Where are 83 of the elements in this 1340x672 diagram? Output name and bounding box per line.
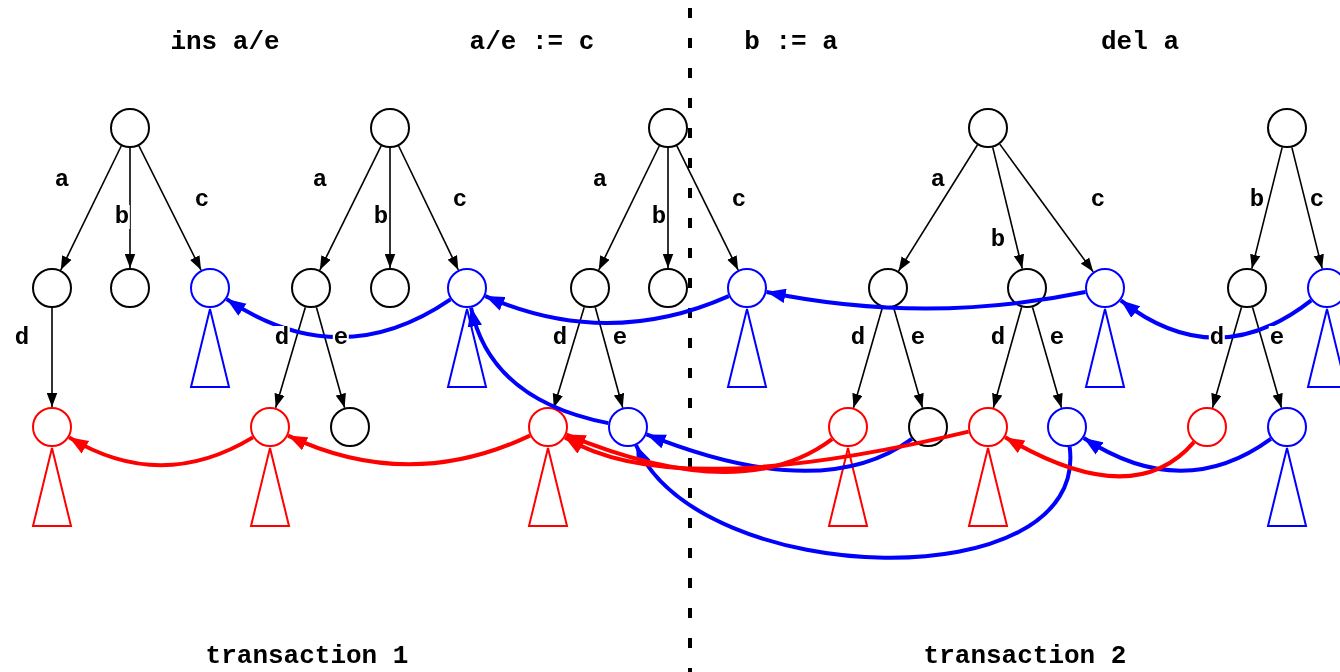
tree-node-circle [648, 268, 688, 308]
tree-node-circle [727, 268, 767, 308]
tree-edge-arrow [315, 306, 346, 409]
curved-pointer-arrow [634, 444, 1072, 560]
tree-node-circle [968, 108, 1008, 148]
tree-node-circle [570, 268, 610, 308]
tree-edge-arrow [676, 145, 739, 271]
tree-node-circle [1267, 108, 1307, 148]
tree-edge-arrow [597, 145, 661, 271]
tree-edge-arrow [992, 306, 1023, 409]
curved-pointer-arrow [1004, 435, 1196, 479]
operation-label: b := a [744, 29, 838, 55]
tree-node-circle [528, 407, 568, 447]
curved-pointer-arrow [484, 294, 730, 326]
tree-edge-arrow [319, 145, 382, 271]
tree-node-circle [608, 407, 648, 447]
tree-node-circle [868, 268, 908, 308]
tree-edge-arrow [999, 143, 1094, 273]
tree-edge-arrow [138, 145, 202, 271]
tree-node-circle [330, 407, 370, 447]
tree-edge-arrow [1211, 306, 1243, 409]
tree-node-circle [110, 108, 150, 148]
tree-edge-arrow [1250, 146, 1283, 270]
tree-node-circle [908, 407, 948, 447]
operation-label: a/e := c [469, 29, 595, 55]
curved-pointer-arrow [468, 307, 609, 426]
tree-node-circle [370, 268, 410, 308]
subtree-triangle [828, 447, 868, 527]
operation-label: ins a/e [170, 29, 280, 55]
tree-node-circle [1007, 268, 1047, 308]
curved-pointer-arrow [564, 429, 969, 471]
tree-edge-arrow [1291, 146, 1324, 270]
subtree-triangle [1307, 308, 1340, 388]
operation-label: del a [1101, 29, 1179, 55]
tree-node-circle [1187, 407, 1227, 447]
tree-node-circle [1267, 407, 1307, 447]
tree-edge-arrow [852, 306, 884, 409]
tree-node-circle [968, 407, 1008, 447]
tree-node-circle [370, 108, 410, 148]
edge-label: b [113, 205, 131, 229]
tree-edge-arrow [46, 307, 58, 408]
curved-pointer-arrow [1119, 298, 1313, 340]
subtree-triangle [447, 308, 487, 388]
tree-node-circle [1227, 268, 1267, 308]
subtree-triangle [32, 447, 72, 527]
tree-edge-arrow [274, 306, 307, 409]
subtree-triangle [968, 447, 1008, 527]
tree-node-circle [447, 268, 487, 308]
curved-pointer-arrow [1082, 436, 1272, 473]
tree-edge-arrow [384, 147, 396, 269]
tree-node-circle [110, 268, 150, 308]
subtree-triangle [727, 308, 767, 388]
tree-node-circle [190, 268, 230, 308]
curved-pointer-arrow [287, 433, 531, 467]
curved-pointer-arrow [565, 432, 834, 474]
tree-edge-arrow [59, 145, 123, 271]
tree-node-circle [648, 108, 688, 148]
tree-edge-arrow [1251, 306, 1283, 409]
tree-node-circle [32, 268, 72, 308]
tree-node-circle [291, 268, 331, 308]
subtree-triangle [528, 447, 568, 527]
tree-edge-arrow [397, 145, 460, 271]
tree-node-circle [828, 407, 868, 447]
curved-pointer-arrow [225, 297, 452, 340]
subtree-triangle [250, 447, 290, 527]
tree-edge-arrow [594, 306, 625, 409]
curved-pointer-arrow [645, 432, 913, 473]
tree-edge-arrow [897, 144, 979, 272]
tree-edge-arrow [1031, 306, 1063, 409]
curved-pointer-arrow [68, 435, 254, 468]
transaction-label: transaction 1 [205, 643, 409, 669]
subtree-triangle [1267, 447, 1307, 527]
tree-edge-arrow [124, 147, 136, 269]
tree-edge-arrow [662, 147, 674, 269]
tree-node-circle [32, 407, 72, 447]
tree-edge-arrow [991, 146, 1025, 270]
transaction-label: transaction 2 [923, 643, 1127, 669]
subtree-triangle [1085, 308, 1125, 388]
tree-node-circle [1047, 407, 1087, 447]
tree-node-circle [1085, 268, 1125, 308]
curved-pointer-arrow [766, 288, 1086, 311]
subtree-triangle [190, 308, 230, 388]
tree-node-circle [250, 407, 290, 447]
